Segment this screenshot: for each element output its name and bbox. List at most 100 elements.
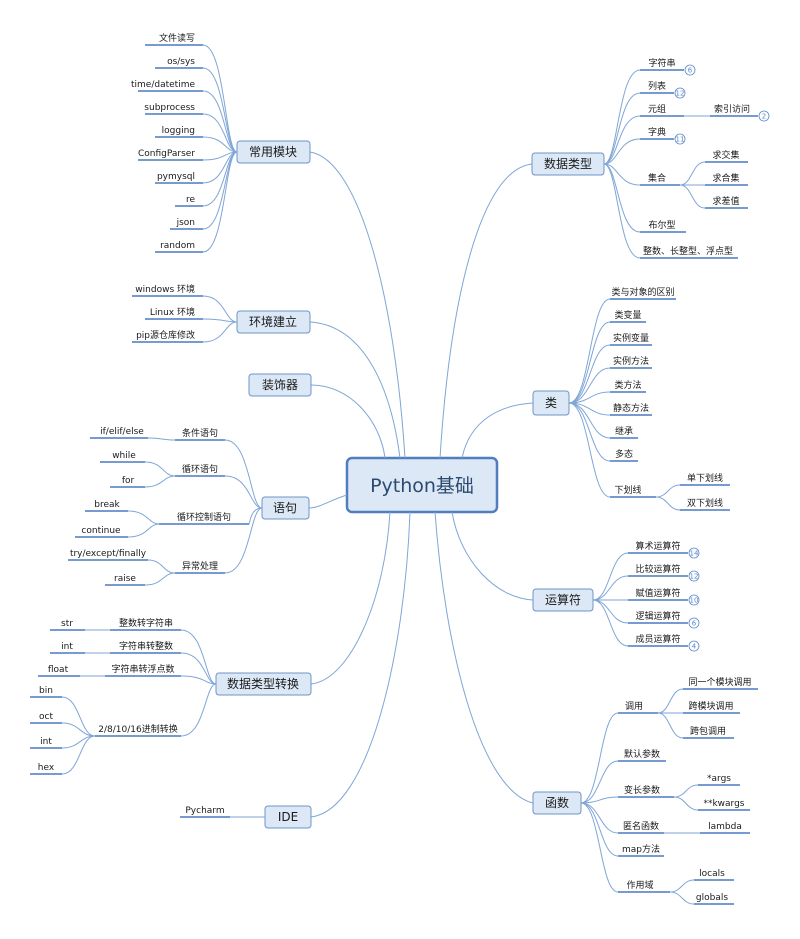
leaf-logical[interactable]: 逻辑运算符 6 — [628, 610, 700, 629]
leaf-lambda[interactable]: lambda — [700, 822, 750, 834]
link — [202, 295, 238, 323]
leaf-static-method[interactable]: 静态方法 — [610, 402, 652, 416]
main-node-operators[interactable]: 运算符 — [532, 588, 594, 612]
sub-loop[interactable]: 循环语句 — [175, 463, 225, 477]
main-node-data-types[interactable]: 数据类型 — [531, 152, 605, 176]
link — [580, 802, 619, 857]
leaf-arithmetic[interactable]: 算术运算符 14 — [628, 540, 700, 559]
leaf-anonymous-func[interactable]: 匿名函数 — [618, 820, 664, 834]
leaf-file-rw[interactable]: 文件读写 — [145, 32, 203, 46]
leaf-os-sys[interactable]: os/sys — [155, 57, 203, 69]
leaf-label: 文件读写 — [159, 32, 195, 44]
leaf-call[interactable]: 调用 — [618, 701, 658, 714]
leaf-default-args[interactable]: 默认参数 — [618, 748, 666, 762]
leaf-membership[interactable]: 成员运算符 4 — [628, 633, 700, 652]
root-node[interactable]: Python基础 — [345, 456, 499, 514]
sub-radix-convert[interactable]: 2/8/10/16进制转换 — [95, 723, 181, 737]
leaf-union[interactable]: 求合集 — [705, 172, 748, 186]
link-root-decorator — [310, 384, 386, 459]
leaf-windows-env[interactable]: windows 环境 — [132, 283, 203, 297]
sub-str-to-float[interactable]: 字符串转浮点数 — [105, 663, 181, 677]
leaf-map[interactable]: map方法 — [618, 843, 664, 857]
leaf-scope[interactable]: 作用域 — [618, 879, 670, 893]
leaf-tuple[interactable]: 元组 — [640, 103, 684, 117]
leaf-random[interactable]: random — [155, 241, 203, 253]
leaf-pymysql[interactable]: pymysql — [155, 172, 203, 184]
leaf-assignment[interactable]: 赋值运算符 10 — [628, 587, 700, 606]
leaf-underscore[interactable]: 下划线 — [610, 484, 656, 498]
badge-circle — [688, 570, 700, 582]
main-node-ide[interactable]: IDE — [264, 805, 312, 829]
leaf-dict[interactable]: 字典 11 — [640, 126, 686, 145]
leaf-hex[interactable]: hex — [30, 763, 62, 775]
leaf-pip-source[interactable]: pip源仓库修改 — [132, 329, 203, 343]
leaf-intersection[interactable]: 求交集 — [705, 149, 748, 163]
leaf-inheritance[interactable]: 继承 — [610, 425, 638, 439]
leaf-difference[interactable]: 求差值 — [705, 195, 748, 209]
sub-str-to-int[interactable]: 字符串转整数 — [110, 640, 181, 654]
leaf-class-vs-object[interactable]: 类与对象的区别 — [610, 286, 676, 300]
leaf-polymorphism[interactable]: 多态 — [610, 448, 638, 462]
leaf-string[interactable]: 字符串 6 — [640, 57, 696, 76]
sub-loop-control[interactable]: 循环控制语句 — [159, 511, 249, 525]
leaf-class-var[interactable]: 类变量 — [610, 309, 646, 323]
leaf-set[interactable]: 集合 — [640, 172, 680, 186]
leaf-args[interactable]: *args — [698, 774, 740, 786]
main-node-type-conversion[interactable]: 数据类型转换 — [215, 672, 312, 696]
main-node-class[interactable]: 类 — [532, 390, 570, 416]
leaf-if-elif-else[interactable]: if/elif/else — [90, 427, 148, 439]
leaf-pycharm[interactable]: Pycharm — [180, 806, 230, 818]
leaf-float[interactable]: float — [38, 665, 80, 677]
leaf-bin[interactable]: bin — [30, 686, 62, 698]
link — [603, 163, 641, 233]
main-node-common-modules[interactable]: 常用模块 — [236, 140, 311, 164]
main-node-environment[interactable]: 环境建立 — [236, 310, 311, 334]
leaf-int2[interactable]: int — [30, 737, 62, 749]
leaf-time-datetime[interactable]: time/datetime — [131, 80, 203, 92]
leaf-single-underscore[interactable]: 单下划线 — [680, 472, 730, 486]
leaf-var-args[interactable]: 变长参数 — [618, 784, 674, 798]
main-node-decorator[interactable]: 装饰器 — [248, 373, 312, 397]
leaf-list[interactable]: 列表 12 — [640, 80, 686, 99]
main-node-functions[interactable]: 函数 — [532, 791, 582, 815]
leaf-class-method[interactable]: 类方法 — [610, 379, 646, 393]
leaf-comparison[interactable]: 比较运算符 12 — [628, 563, 700, 582]
leaf-logging[interactable]: logging — [155, 126, 203, 138]
leaf-locals[interactable]: locals — [694, 869, 734, 881]
leaf-kwargs[interactable]: **kwargs — [698, 799, 750, 811]
leaf-numeric[interactable]: 整数、长整型、浮点型 — [640, 245, 738, 259]
leaf-linux-env[interactable]: Linux 环境 — [145, 306, 203, 320]
sub-int-to-str[interactable]: 整数转字符串 — [110, 617, 181, 631]
leaf-instance-method[interactable]: 实例方法 — [610, 355, 652, 369]
leaf-cross-module-call[interactable]: 跨模块调用 — [683, 700, 740, 714]
leaf-subprocess[interactable]: subprocess — [144, 103, 203, 115]
leaf-cross-package-call[interactable]: 跨包调用 — [683, 725, 734, 739]
link — [603, 138, 641, 165]
leaf-json[interactable]: json — [170, 218, 203, 230]
leaf-continue[interactable]: continue — [75, 526, 128, 538]
leaf-break[interactable]: break — [85, 500, 128, 512]
leaf-raise[interactable]: raise — [105, 574, 145, 586]
leaf-globals[interactable]: globals — [694, 893, 734, 905]
leaf-int[interactable]: int — [50, 642, 85, 654]
leaf-for[interactable]: for — [110, 476, 145, 488]
main-label: 函数 — [545, 795, 569, 810]
leaf-same-module-call[interactable]: 同一个模块调用 — [683, 676, 758, 690]
badge-circle — [684, 64, 696, 76]
leaf-bool[interactable]: 布尔型 — [640, 219, 686, 233]
leaf-re[interactable]: re — [175, 195, 203, 207]
leaf-instance-var[interactable]: 实例变量 — [610, 332, 652, 346]
link — [144, 461, 176, 477]
leaf-label: int — [40, 737, 52, 747]
leaf-while[interactable]: while — [100, 451, 145, 463]
main-node-statements[interactable]: 语句 — [261, 496, 310, 520]
leaf-str[interactable]: str — [50, 619, 85, 631]
sub-exception[interactable]: 异常处理 — [175, 560, 225, 574]
leaf-index-access[interactable]: 索引访问 2 — [710, 103, 770, 122]
leaf-double-underscore[interactable]: 双下划线 — [680, 497, 730, 511]
leaf-try-except[interactable]: try/except/finally — [68, 549, 148, 561]
sub-condition[interactable]: 条件语句 — [175, 427, 225, 441]
leaf-oct[interactable]: oct — [30, 712, 62, 724]
leaf-configparser[interactable]: ConfigParser — [138, 149, 203, 161]
